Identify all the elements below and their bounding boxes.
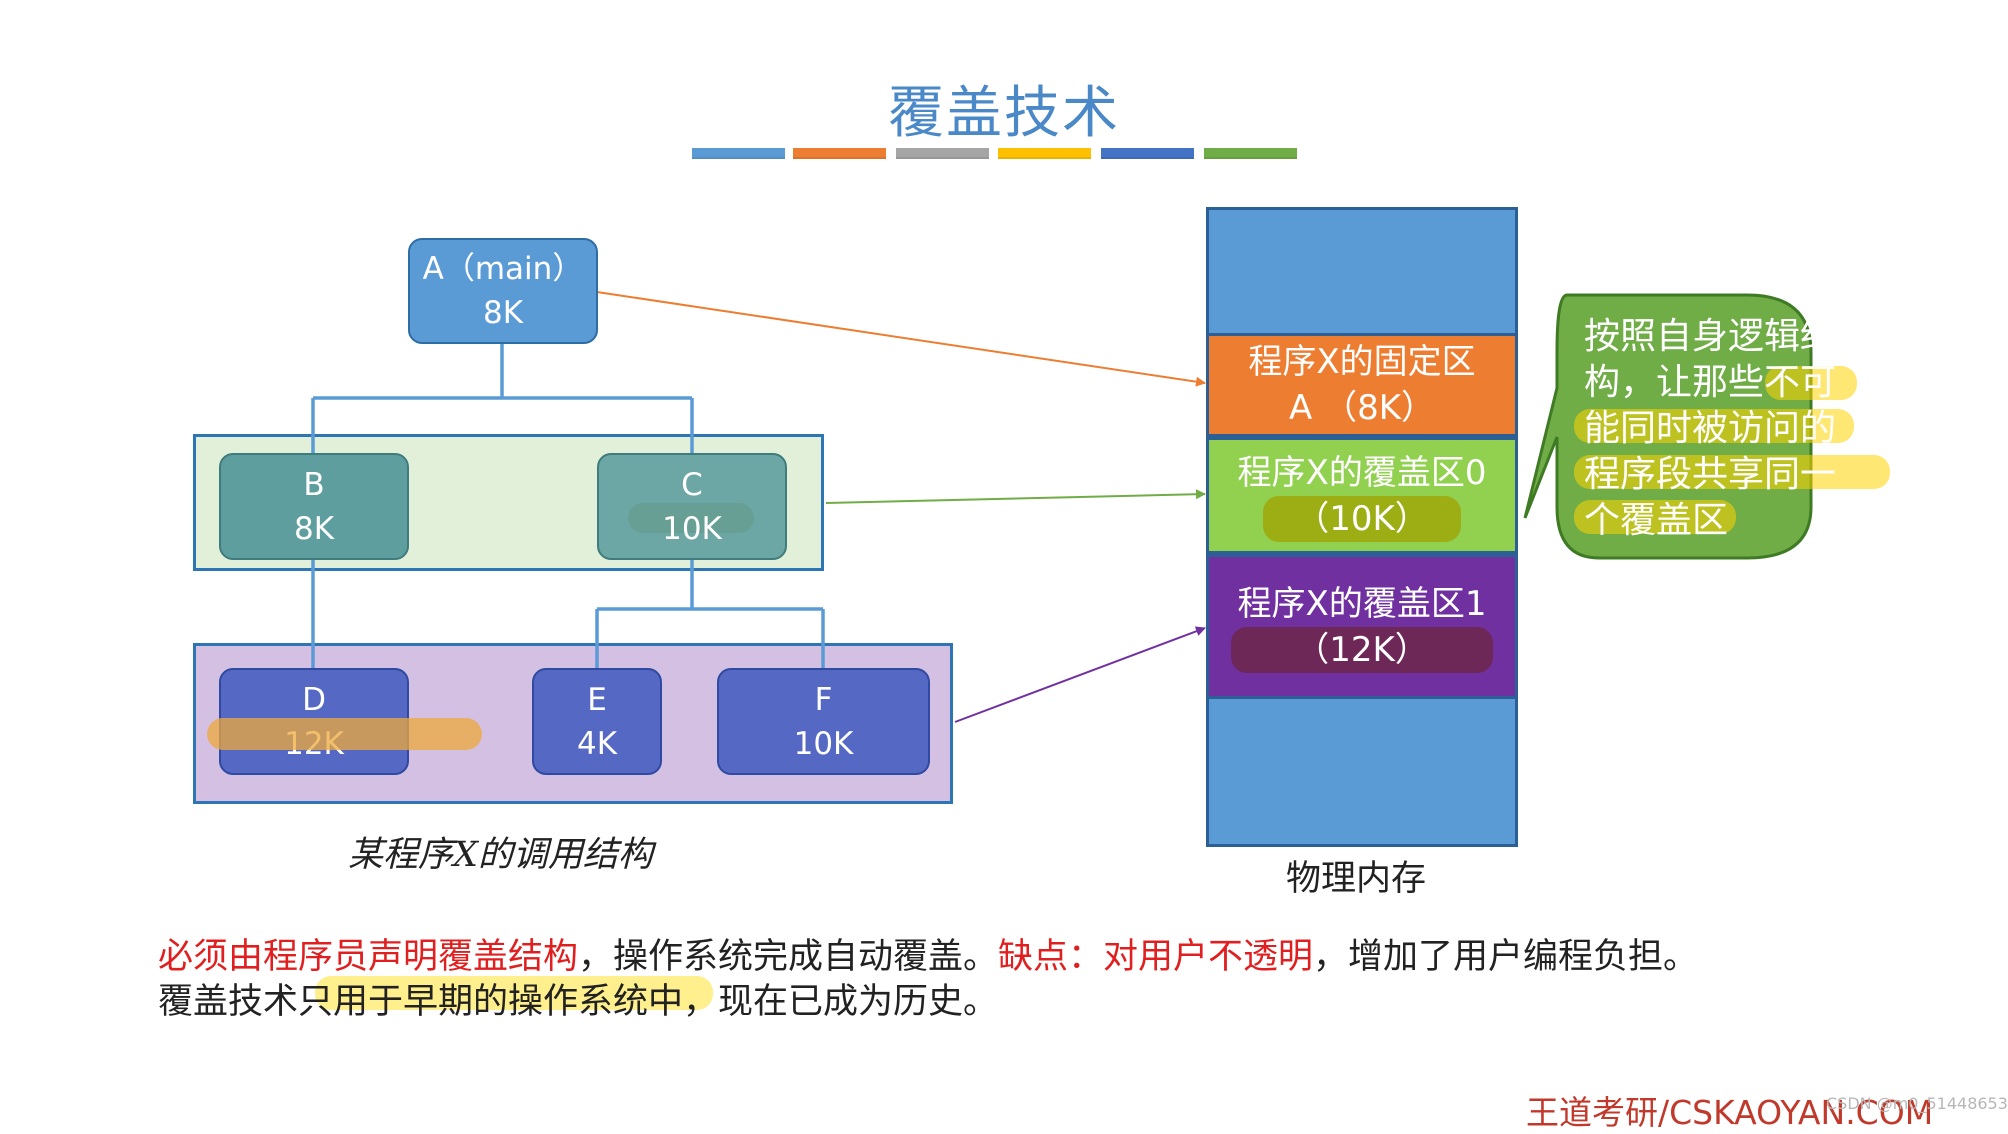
page-title: 覆盖技术 — [888, 81, 1120, 146]
overlay0-label: 程序X的覆盖区0 — [1237, 452, 1487, 493]
title-stripe-5 — [1101, 148, 1194, 159]
node-b-size: 8K — [293, 510, 335, 547]
connector-a-to-bc — [311, 344, 694, 453]
csdn-watermark: CSDN @m0_51448653 — [1826, 1094, 2008, 1113]
overlay1-label: 程序X的覆盖区1 — [1237, 583, 1487, 624]
note-os-auto: ，操作系统完成自动覆盖。 — [578, 937, 999, 977]
memory-overlay-area-1: 程序X的覆盖区1 （12K） — [1206, 554, 1518, 699]
memory-caption: 物理内存 — [1286, 859, 1427, 899]
title-stripe-1 — [692, 148, 785, 159]
node-e-name: E — [587, 681, 607, 718]
node-a: A（main） 8K — [408, 238, 598, 344]
node-a-size: 8K — [482, 295, 524, 331]
callout-highlight-2 — [1574, 409, 1854, 443]
node-a-name: A（main） — [422, 251, 584, 287]
callout-line-4: 程序段共享同一 — [1584, 454, 1837, 495]
node-d-name: D — [302, 681, 326, 718]
tree-connectors — [311, 344, 825, 668]
note-burden: ，增加了用户编程负担。 — [1313, 937, 1699, 977]
note-line-1: 必须由程序员声明覆盖结构，操作系统完成自动覆盖。缺点：对用户不透明，增加了用户编… — [158, 928, 1698, 979]
note-line-2: 覆盖技术只用于早期的操作系统中，现在已成为历史。 — [158, 982, 999, 1022]
memory-overlay-area-0: 程序X的覆盖区0 （10K） — [1206, 437, 1518, 554]
callout-line-1: 按照自身逻辑结 — [1584, 316, 1837, 357]
title-stripe-2 — [793, 148, 886, 159]
node-b: B 8K — [219, 453, 409, 560]
note-highlight — [315, 976, 713, 1010]
callout-text: 按照自身逻辑结 构，让那些不可 能同时被访问的 程序段共享同一 个覆盖区 — [1584, 314, 1836, 544]
arrow-def-to-overlay1 — [954, 626, 1206, 723]
node-f-size: 10K — [793, 725, 854, 762]
callout-highlight-1 — [1765, 366, 1857, 400]
overlay1-size: （12K） — [1231, 626, 1493, 673]
node-c-size: 10K — [662, 510, 722, 547]
fixed-area-size: A （8K） — [1289, 388, 1435, 428]
highlight-d-size — [207, 718, 482, 750]
tree-caption: 某程序X的调用结构 — [348, 835, 653, 875]
callout-line-5: 个覆盖区 — [1584, 500, 1729, 541]
note-requirement: 必须由程序员声明覆盖结构 — [158, 937, 579, 977]
node-f: F 10K — [717, 668, 930, 775]
arrow-a-to-fixed-area — [596, 291, 1206, 387]
node-c: C 10K — [597, 453, 787, 560]
title-stripe-4 — [998, 148, 1091, 159]
node-b-name: B — [303, 466, 325, 503]
node-e-size: 4K — [576, 725, 618, 762]
node-e: E 4K — [532, 668, 662, 775]
callout-highlight-4 — [1574, 500, 1736, 534]
node-f-name: F — [814, 681, 833, 718]
callout-line-3: 能同时被访问的 — [1584, 408, 1837, 449]
callout-highlight-3 — [1574, 455, 1890, 489]
fixed-area-label: 程序X的固定区 — [1248, 342, 1476, 382]
memory-fixed-area: 程序X的固定区 A （8K） — [1206, 333, 1518, 437]
title-stripe-3 — [896, 148, 989, 159]
node-c-name: C — [681, 466, 703, 503]
connector-c-to-ef — [595, 560, 825, 668]
overlay0-size: （10K） — [1263, 495, 1461, 542]
arrow-bc-to-overlay0 — [825, 489, 1206, 504]
title-stripe-6 — [1204, 148, 1297, 159]
note-drawback: 缺点：对用户不透明 — [998, 937, 1314, 977]
callout-line-2: 构，让那些不可 — [1584, 362, 1837, 403]
